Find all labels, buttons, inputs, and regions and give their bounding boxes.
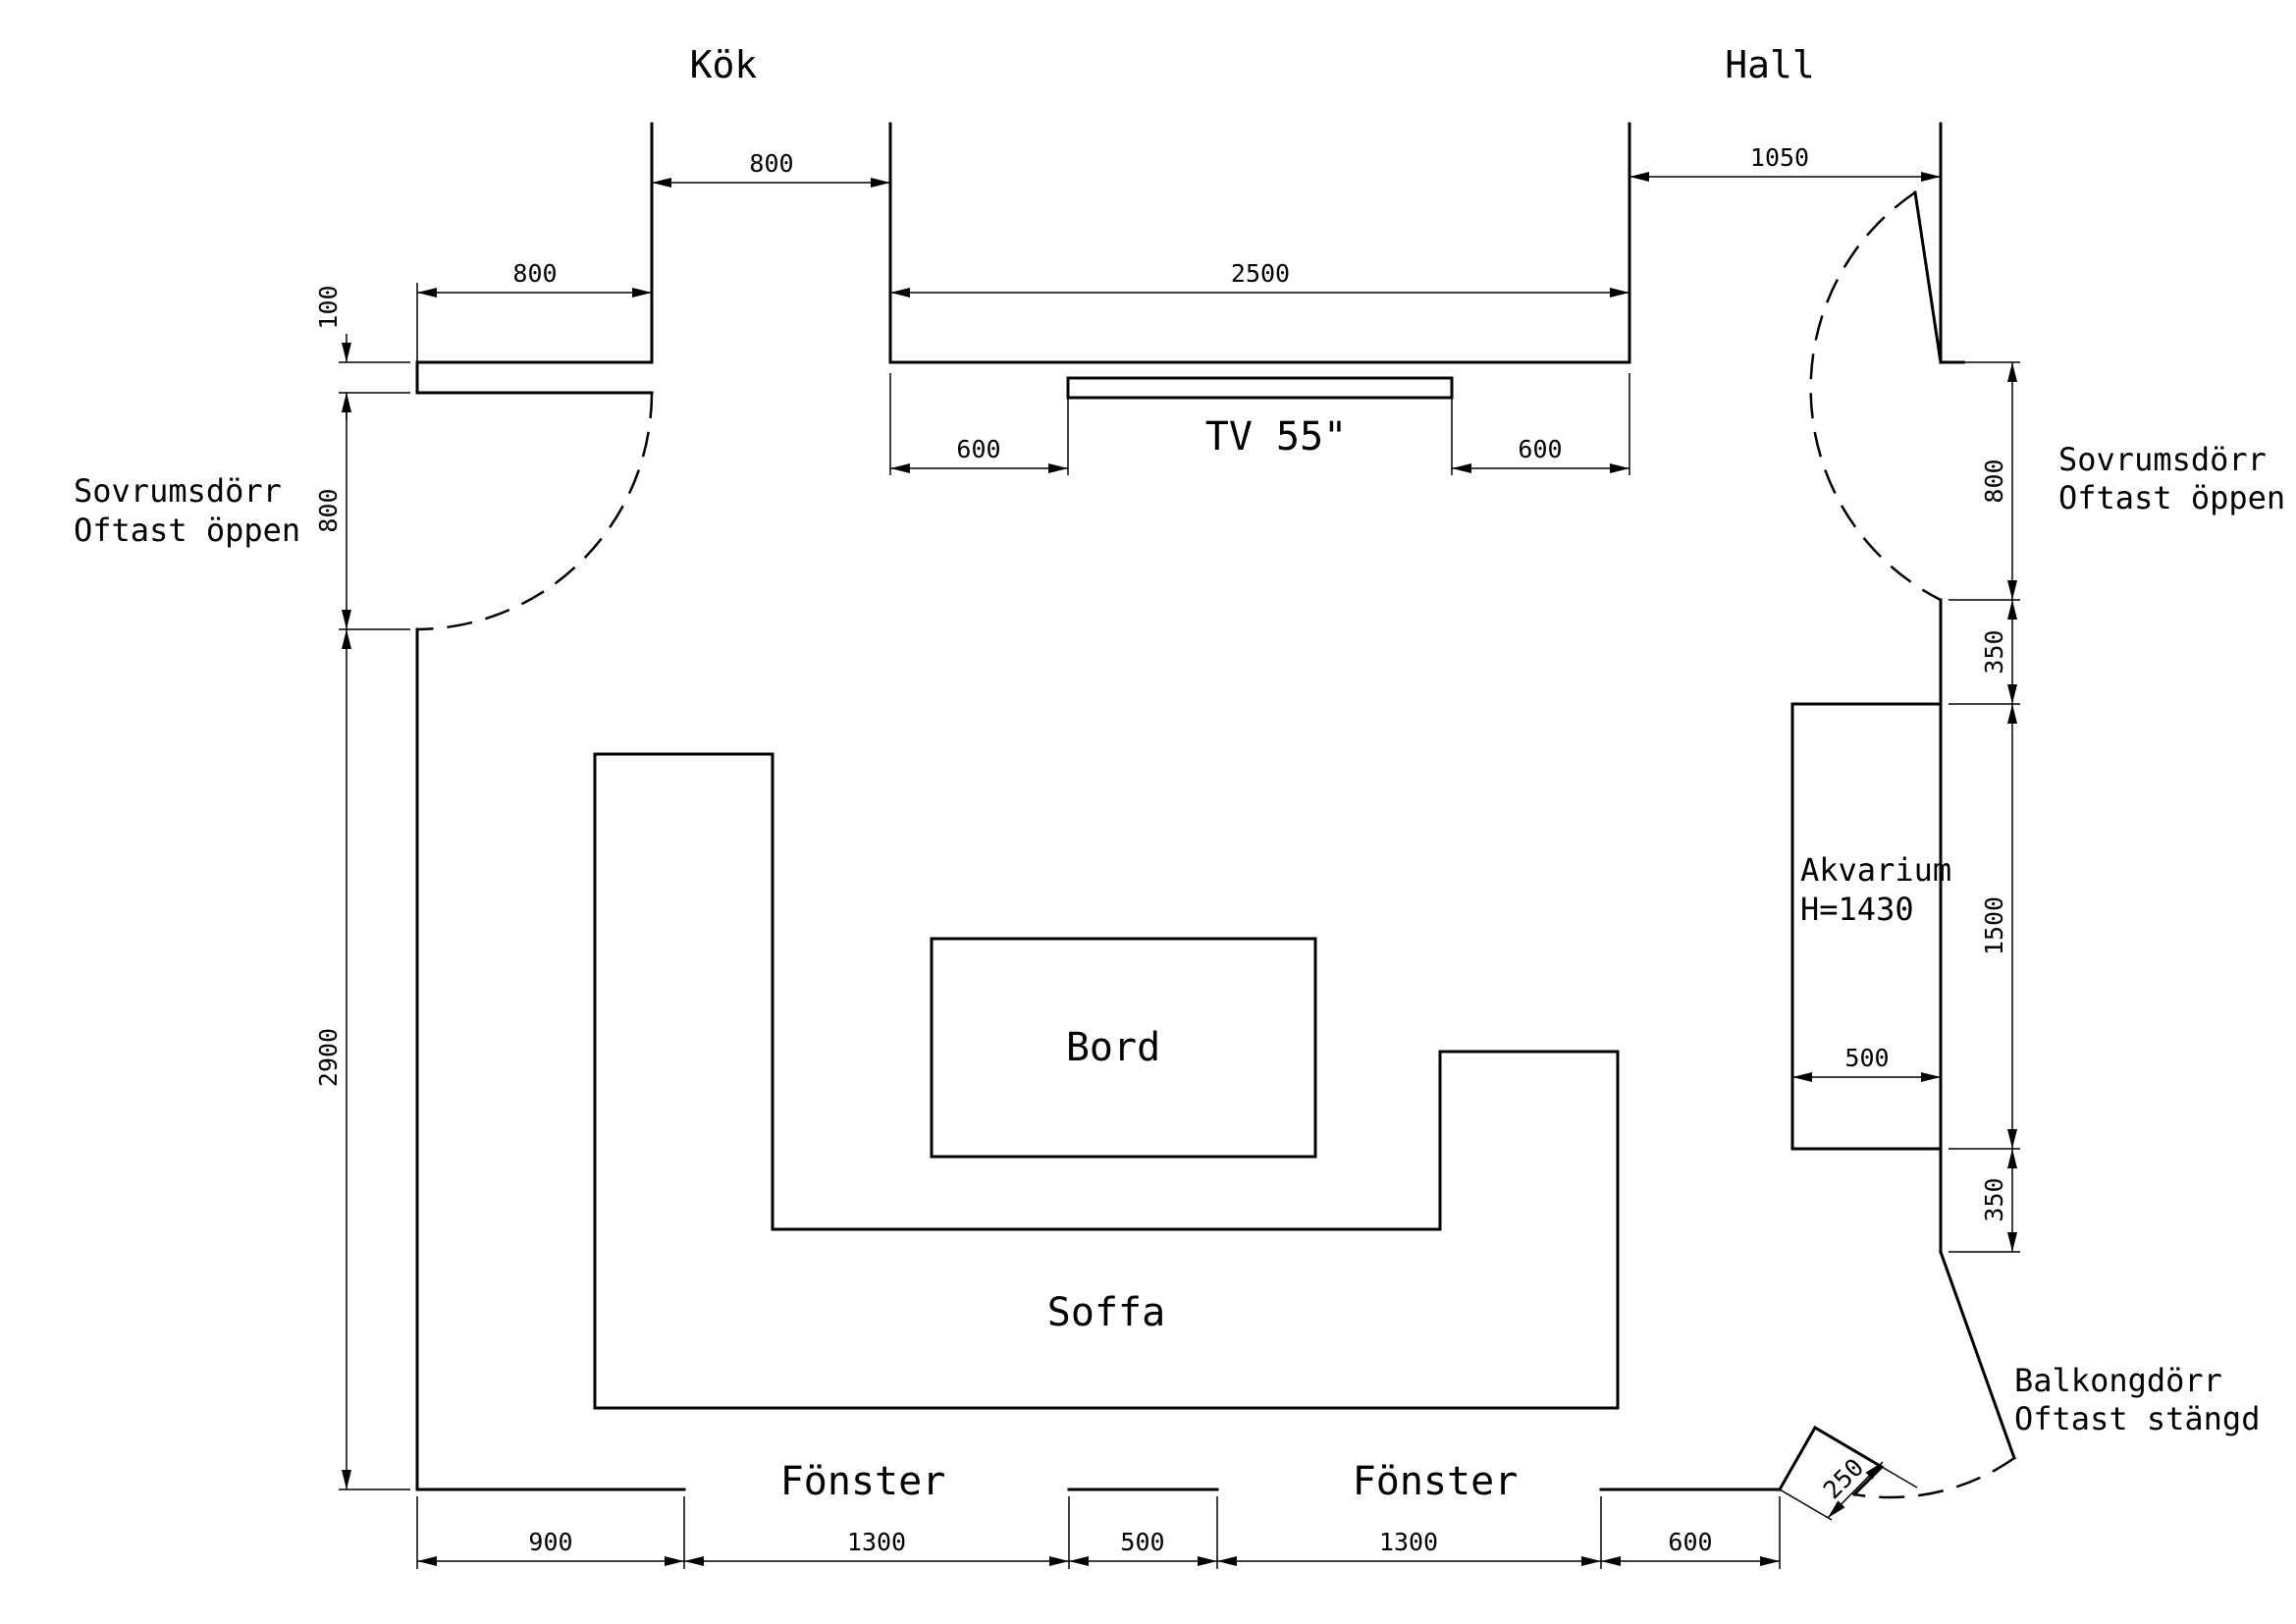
furniture [593, 376, 1943, 1410]
dim-text-right-lower-gap: 350 [1980, 1177, 2008, 1221]
window-label-left: Fönster [780, 1459, 946, 1504]
dimension-lines [339, 172, 2020, 1569]
dim-text-aquarium-width: 500 [1844, 1044, 1889, 1072]
dim-balcony-wall [1827, 1461, 1884, 1519]
tv-label: TV 55" [1205, 414, 1348, 460]
dim-text-bottom-900: 900 [528, 1528, 572, 1556]
dim-text-right-upper-gap: 350 [1980, 629, 2008, 674]
dim-text-bottom-1300-b: 1300 [1379, 1528, 1438, 1556]
dim-text-bottom-600: 600 [1668, 1528, 1712, 1556]
sofa [593, 752, 1620, 1410]
left-wall-end [415, 360, 654, 395]
right-door-swing [1809, 190, 1942, 602]
dim-text-bottom-500: 500 [1120, 1528, 1164, 1556]
table [930, 937, 1317, 1159]
balcony-door-label-line2: Oftast stängd [2014, 1400, 2260, 1437]
dim-text-tv-right-gap: 600 [1518, 435, 1562, 463]
dim-text-tv-wall: 2500 [1231, 259, 1290, 288]
balcony-door-swing [1853, 1456, 2015, 1499]
dim-text-bottom-1300-a: 1300 [847, 1528, 906, 1556]
dim-text-aquarium-length: 1500 [1980, 896, 2008, 955]
aquarium-label-line1: Akvarium [1800, 851, 1951, 889]
balcony-door-leaf [1939, 1250, 2016, 1460]
doors [416, 190, 2016, 1499]
labels: Kök Hall Sovrumsdörr Oftast öppen Sovrum… [74, 43, 2285, 1504]
dim-text-right-door-width: 800 [1980, 459, 2008, 503]
dim-text-tv-left-gap: 600 [956, 435, 1000, 463]
table-label: Bord [1066, 1025, 1160, 1070]
dim-text-kitchen-opening: 800 [749, 149, 793, 178]
sofa-label: Soffa [1047, 1290, 1165, 1335]
dim-text-left-wall-segment: 800 [512, 259, 557, 288]
dim-text-left-wall-length: 2900 [314, 1028, 343, 1087]
left-door-swing [416, 392, 654, 631]
window-label-right: Fönster [1353, 1459, 1519, 1504]
dim-text-hall-opening: 1050 [1750, 143, 1809, 172]
balcony-door-label-line1: Balkongdörr [2014, 1362, 2222, 1399]
dimension-texts: 800 800 2500 1050 600 600 100 800 2900 8… [314, 143, 2008, 1556]
left-door-label-line1: Sovrumsdörr [74, 472, 282, 510]
right-door-label-line2: Oftast öppen [2058, 479, 2285, 516]
aquarium [1790, 702, 1943, 1151]
room-label-kitchen: Kök [690, 43, 758, 86]
dim-text-left-door-width: 800 [314, 488, 343, 532]
room-label-hall: Hall [1725, 43, 1815, 86]
left-door-label-line2: Oftast öppen [74, 512, 300, 549]
walls [415, 122, 1965, 1497]
aquarium-label-line2: H=1430 [1800, 891, 1914, 928]
tv-unit [1066, 376, 1454, 400]
right-door-leaf [1913, 190, 1943, 364]
right-door-label-line1: Sovrumsdörr [2058, 441, 2267, 478]
dim-text-left-wall-thickness: 100 [314, 285, 343, 329]
